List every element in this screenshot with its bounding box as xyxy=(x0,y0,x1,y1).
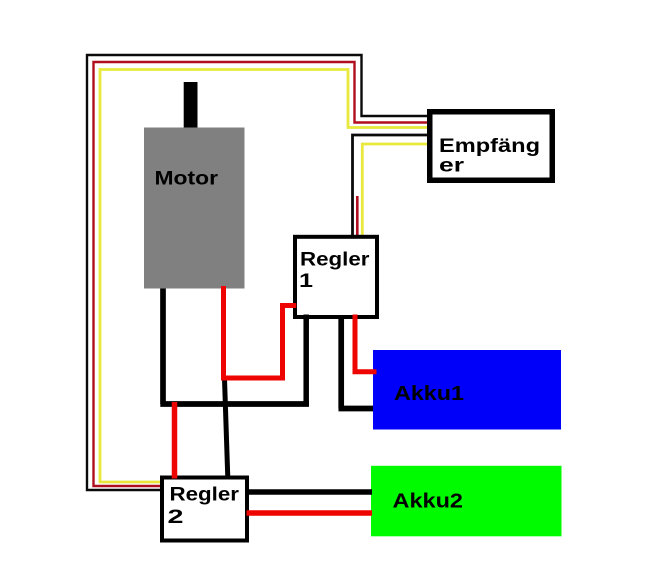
svg-text:Regler: Regler xyxy=(170,484,240,506)
svg-text:Motor: Motor xyxy=(155,168,219,190)
svg-text:Akku2: Akku2 xyxy=(393,491,464,513)
svg-text:Akku1: Akku1 xyxy=(394,383,464,405)
svg-text:Regler: Regler xyxy=(300,249,370,271)
svg-text:er: er xyxy=(439,155,465,177)
svg-text:Empfäng: Empfäng xyxy=(439,135,540,157)
svg-text:1: 1 xyxy=(299,270,313,292)
svg-text:2: 2 xyxy=(168,506,184,528)
